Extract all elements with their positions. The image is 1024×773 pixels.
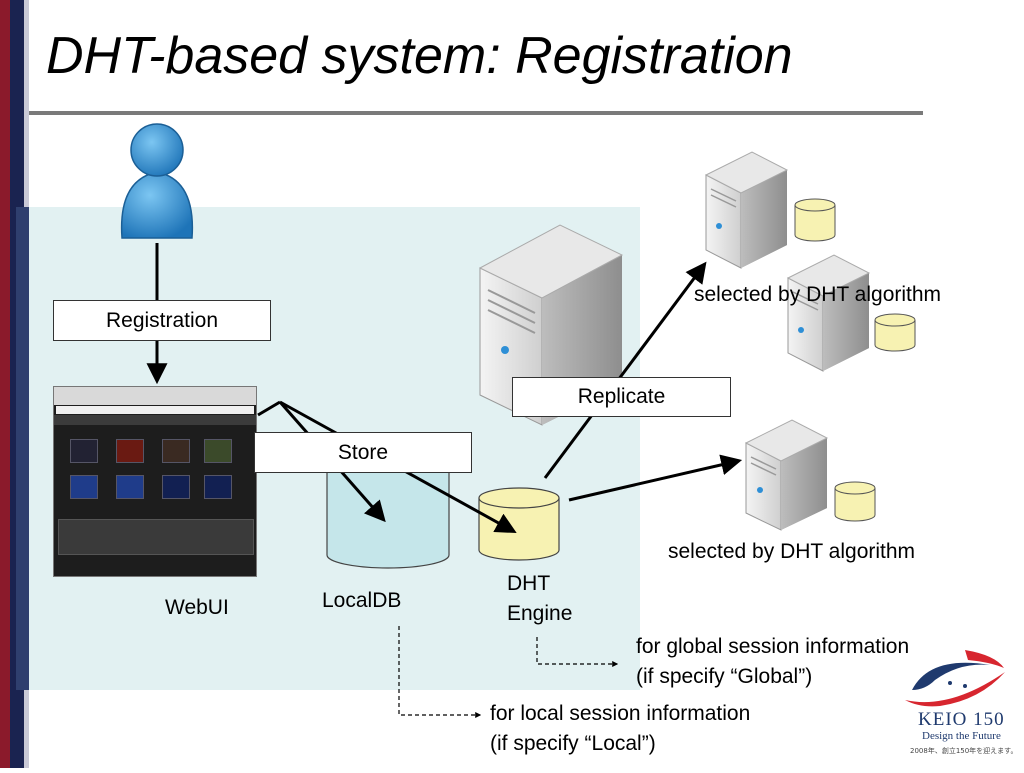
webui-label: WebUI (165, 596, 229, 619)
replica-server-top-icon (704, 151, 789, 269)
replica-db-middle-icon (874, 313, 916, 352)
replicate-label: Replicate (577, 385, 666, 408)
replica-db-bottom-icon (834, 481, 876, 522)
registration-label-box: Registration (53, 300, 271, 341)
localdb-label: LocalDB (322, 589, 402, 612)
webui-screenshot (53, 386, 257, 577)
store-label: Store (337, 440, 389, 464)
dht-engine-label-line2: Engine (507, 602, 573, 625)
global-session-line2: (if specify “Global”) (636, 665, 813, 688)
title-divider (29, 111, 923, 115)
panel-left-stripe (16, 207, 29, 690)
registration-label: Registration (105, 308, 219, 332)
replica-db-top-icon (794, 198, 836, 242)
page-title: DHT-based system: Registration (46, 27, 793, 85)
replicate-label-box: Replicate (512, 377, 731, 417)
keio-logo-tagline: Design the Future (922, 730, 1001, 742)
replica-server-middle-icon (786, 254, 871, 372)
selected-by-dht-bottom-label: selected by DHT algorithm (668, 540, 916, 563)
dht-engine-label-line1: DHT (507, 572, 551, 595)
local-session-line1: for local session information (490, 702, 751, 725)
keio-logo-name: KEIO 150 (918, 709, 1005, 730)
global-session-line1: for global session information (636, 635, 910, 658)
keio-logo-subtext: 2008年、創立150年を迎えます。 (910, 747, 1018, 755)
keio-logo-icon (905, 650, 1005, 707)
store-label-box: Store (254, 432, 472, 473)
local-session-line2: (if specify “Local”) (490, 732, 656, 755)
selected-by-dht-top-label: selected by DHT algorithm (694, 283, 942, 306)
dht-engine-cylinder-icon (478, 487, 560, 561)
main-server-icon (478, 224, 624, 426)
user-icon (120, 123, 194, 239)
replica-server-bottom-icon (744, 419, 829, 531)
